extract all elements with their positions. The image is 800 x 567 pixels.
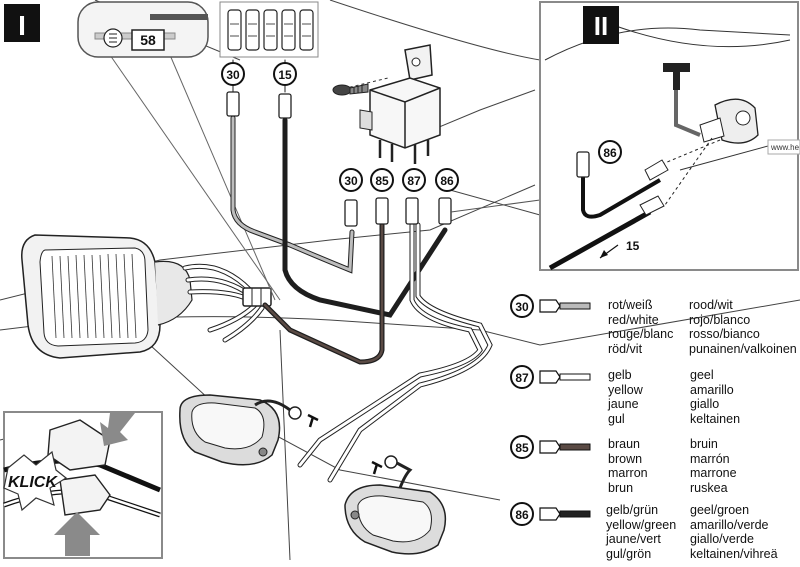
legend-text: gelb/grün [606, 503, 659, 517]
inset-wire-15-label: 15 [626, 239, 640, 253]
legend-30-right: rood/wit rojo/blanco rosso/bianco punain… [689, 298, 797, 356]
ground-symbol-right-icon [371, 460, 383, 475]
legend-text: jaune/vert [606, 532, 661, 546]
legend-30-left: rot/weiß red/white rouge/blanc röd/vit [608, 298, 673, 356]
legend-text: jaune [608, 397, 639, 411]
switch-magnifier: 58 [77, 1, 281, 301]
panel-label-main: I [4, 4, 40, 42]
legend-text: marrone [690, 466, 737, 480]
legend-text: geel [690, 368, 714, 382]
callout-relay-85: 85 [370, 168, 394, 192]
svg-text:30: 30 [344, 174, 358, 188]
legend-text: gul [608, 411, 625, 426]
klick-text: KLICK [8, 474, 58, 491]
svg-text:86: 86 [515, 508, 529, 522]
legend-text: rot/weiß [608, 298, 653, 312]
url-fragment: www.he [770, 143, 800, 152]
legend-text: röd/vit [608, 341, 643, 356]
relay-connectors [344, 197, 452, 227]
legend-85-circle: 85 [510, 435, 591, 459]
splice-connector [242, 287, 272, 307]
svg-text:85: 85 [375, 174, 389, 188]
fuse-connectors [226, 91, 292, 119]
legend-text: yellow/green [606, 517, 677, 532]
press-arrow-top-icon [100, 413, 135, 446]
legend-text: yellow [608, 382, 643, 397]
fuse-number-label: 58 [140, 32, 156, 48]
svg-text:87: 87 [515, 371, 529, 385]
legend-text: rojo/blanco [689, 312, 751, 327]
svg-text:86: 86 [603, 146, 617, 160]
relay [332, 44, 441, 164]
legend-86-left: gelb/grün yellow/green jaune/vert gul/gr… [606, 503, 676, 561]
legend-text: geel/groen [690, 503, 750, 517]
legend-text: amarillo/verde [690, 517, 769, 532]
legend-text: braun [608, 437, 640, 451]
klick-inset: KLICK [3, 411, 163, 559]
relay-wiring [230, 59, 493, 483]
legend-87-right: geel amarillo giallo keltainen [690, 368, 740, 426]
legend-text: gul/grön [606, 546, 652, 561]
legend-text: red/white [608, 312, 659, 327]
legend-text: gelb [608, 368, 632, 382]
press-arrow-bottom-icon [54, 512, 100, 556]
legend-text: rouge/blanc [608, 327, 674, 341]
legend-86-right: geel/groen amarillo/verde giallo/verde k… [690, 503, 778, 561]
screw-icon [332, 83, 369, 96]
legend-text: brun [608, 480, 634, 495]
svg-text:86: 86 [440, 174, 454, 188]
legend-icons: 30 87 85 86 [510, 294, 591, 526]
arrow-icon [599, 244, 619, 259]
svg-text:30: 30 [226, 68, 240, 82]
callout-fuse-30: 30 [221, 62, 245, 86]
svg-text:30: 30 [515, 300, 529, 314]
fog-lamp-left [179, 394, 302, 466]
svg-text:85: 85 [515, 441, 529, 455]
legend-85-left: braun brown marron brun [608, 437, 648, 495]
inset-panel: II 86 15 www.he [539, 1, 800, 271]
panel-label-inset: II [594, 11, 608, 41]
legend-text: marron [608, 466, 648, 480]
legend-text: amarillo [690, 382, 734, 397]
callout-fuse-15: 15 [273, 62, 297, 86]
headlight [21, 234, 193, 359]
legend-text: ruskea [690, 480, 728, 495]
legend-87-circle: 87 [510, 365, 591, 389]
legend-85-right: bruin marrón marrone ruskea [690, 437, 737, 495]
legend-text: giallo/verde [690, 532, 754, 546]
legend-text: keltainen [690, 411, 741, 426]
legend-text: rood/wit [689, 298, 733, 312]
svg-text:I: I [18, 10, 26, 41]
fog-lamp-right [344, 455, 447, 555]
fuse-box [219, 1, 319, 58]
legend-text: giallo [690, 397, 720, 411]
svg-text:15: 15 [278, 68, 292, 82]
legend-text: keltainen/vihreä [690, 546, 778, 561]
callout-relay-30: 30 [339, 168, 363, 192]
legend-text: brown [608, 451, 643, 466]
callout-relay-86: 86 [435, 168, 459, 192]
lamp-socket-icon [699, 98, 759, 144]
callout-relay-87: 87 [402, 168, 426, 192]
legend-87-left: gelb yellow jaune gul [608, 368, 643, 426]
switch-knob-icon [663, 63, 701, 137]
svg-text:87: 87 [407, 174, 421, 188]
legend-text: marrón [690, 451, 730, 466]
legend-30-circle: 30 [510, 294, 591, 318]
legend-text: rosso/bianco [689, 327, 760, 341]
legend-text: punainen/valkoinen [689, 341, 797, 356]
callout-inset-86: 86 [598, 140, 622, 164]
ground-symbol-left-icon [307, 413, 319, 428]
legend-text: bruin [690, 437, 718, 451]
legend-86-circle: 86 [510, 502, 591, 526]
